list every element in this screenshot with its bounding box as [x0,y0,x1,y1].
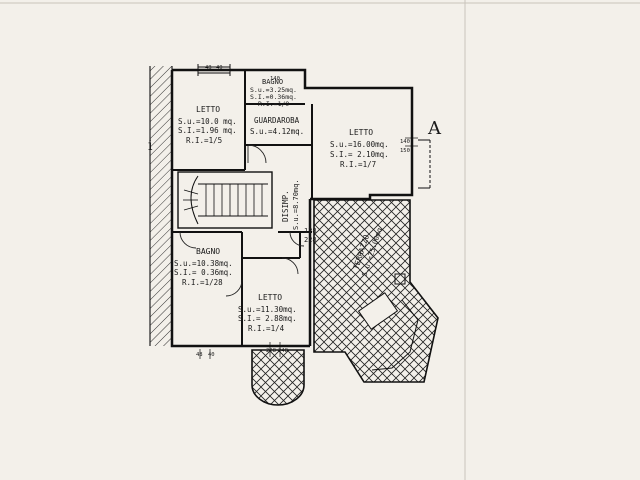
room-name: LETTO [349,128,373,137]
dim-248: 248 [278,348,288,354]
room-si: S.I.= 2.88mq. [238,314,297,323]
room-bagno-bottom: BAGNO S.u.=10.38mq. S.I.= 0.36mq. R.I.=1… [174,247,233,287]
room-su: S.u.=16.00mq. [330,140,389,149]
door-swings [179,144,305,297]
room-guardaroba: GUARDAROBA S.u.=4.12mq. [250,116,304,136]
dim-140-side: 140 [400,139,410,145]
room-name: BAGNO [196,247,220,256]
room-su: S.u.=8.70mq. [292,179,300,230]
dim-48-top: 48 [205,65,212,71]
room-letto-right: LETTO S.u.=16.00mq. S.I.= 2.10mq. R.I.=1… [330,128,389,169]
terrace-inner-curve [371,299,419,371]
room-su: S.u.=11.30mq. [238,305,297,314]
section-i-label: i [148,138,153,154]
room-si: S.I.=1.96 mq. [178,126,237,135]
dimension-marks [199,137,418,359]
room-letto-top: LETTO S.u.=10.0 mq. S.I.=1.96 mq. R.I.=1… [178,105,237,145]
dim-228-bottom: 228 [266,348,276,354]
dim-128: 128 [304,227,317,235]
room-name: LETTO [258,293,282,302]
room-si: S.I.=0.36mq. [250,93,297,101]
dim-48-bottom: 48 [196,352,203,358]
room-su: S.u.=10.38mq. [174,259,233,268]
room-bagno-top: BAGNO S.u.=3.25mq. S.I.=0.36mq. R.I.=1/9 [250,78,297,108]
dim-228: 228 [304,236,317,244]
room-si: S.I.= 0.36mq. [174,268,233,277]
room-si: S.I.= 2.10mq. [330,150,389,159]
room-ri: R.I.=1/28 [182,278,223,287]
outer-walls [170,68,414,348]
terrace-drain [394,273,406,285]
terrace-table [357,292,399,330]
window-top [197,64,231,76]
room-name: GUARDAROBA [254,116,300,125]
room-ri: R.I.=1/5 [186,136,222,145]
room-name: LETTO [196,105,220,114]
dim-40-top: 40 [216,65,223,71]
room-ri: R.I.=1/4 [248,324,285,333]
balcony-lattice [251,349,305,406]
dim-140: 140 [270,76,280,82]
interior-walls [172,70,313,346]
section-a-label: A [427,118,442,139]
room-ri: R.I.=1/7 [340,160,376,169]
room-su: S.u.=3.25mq. [250,86,297,94]
dim-40-bottom: 40 [208,352,215,358]
room-name: DISIMP. [281,190,290,222]
room-su: S.u.=10.0 mq. [178,117,237,126]
room-letto-bottom: LETTO S.u.=11.30mq. S.I.= 2.88mq. R.I.=1… [238,293,297,333]
dim-150-side: 150 [400,148,410,154]
room-name: BAGNO [262,78,283,86]
party-wall-hatch [150,66,172,346]
staircase [177,171,273,229]
room-disimp: DISIMP. S.u.=8.70mq. [281,179,300,230]
room-su: S.u.=4.12mq. [250,127,304,136]
terrace-lattice [313,199,439,383]
room-ri: R.I.=1/9 [258,100,289,108]
